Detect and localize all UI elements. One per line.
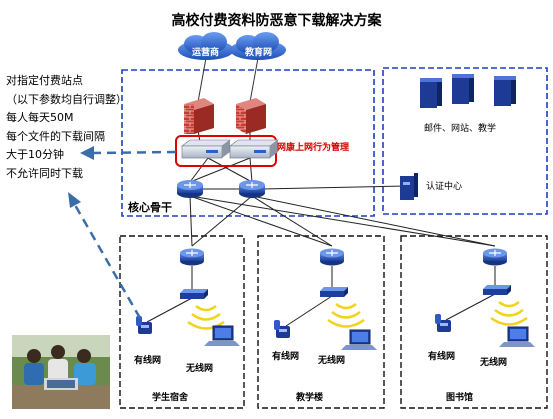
library-zone-label: 图书馆	[446, 393, 474, 403]
access-switch-icon	[180, 248, 204, 266]
policy-arrow	[80, 146, 177, 160]
photo-users	[12, 335, 110, 409]
policy-line: （以下参数均自行调整）	[6, 92, 127, 106]
wireless-ap-icon	[187, 304, 225, 330]
core-links	[146, 129, 496, 327]
teaching-zone-box	[257, 235, 385, 409]
core-switch-icon	[239, 180, 265, 198]
phone-icon	[435, 314, 451, 332]
teaching-wireless-label: 无线网	[318, 356, 346, 366]
core-switch-icon	[177, 180, 203, 198]
cloud-icon	[178, 32, 234, 60]
policy-line: 每人每天50M	[6, 111, 74, 124]
auth-device-icon	[400, 173, 418, 200]
auth-label: 认证中心	[426, 182, 463, 192]
access-switch-icon	[483, 285, 511, 295]
services-label: 邮件、网站、教学	[424, 124, 497, 134]
user-arrow	[68, 192, 142, 319]
server-icon	[494, 76, 516, 106]
core-label: 核心骨干	[128, 201, 172, 214]
policy-text: 对指定付费站点 （以下参数均自行调整） 每人每天50M 每个文件的下载间隔 大于…	[6, 72, 127, 183]
library-wireless-label: 无线网	[480, 358, 508, 368]
services-zone-box	[382, 67, 548, 215]
dorm-zone-box	[119, 235, 245, 409]
access-switch-icon	[483, 248, 507, 266]
cloud-icon	[230, 32, 286, 60]
appliance-icon	[229, 139, 279, 159]
policy-line: 大于10分钟	[6, 148, 64, 161]
appliance-icon	[181, 139, 231, 159]
library-zone-box	[400, 235, 548, 409]
firewall-icon	[184, 98, 214, 134]
policy-line: 对指定付费站点	[6, 74, 83, 87]
access-switch-icon	[180, 289, 208, 299]
teaching-wired-label: 有线网	[272, 352, 300, 362]
laptop-icon	[341, 329, 377, 350]
isp-cloud-label: 运营商	[192, 48, 220, 58]
laptop-icon	[204, 325, 240, 346]
access-switch-icon	[320, 287, 348, 297]
wireless-ap-icon	[490, 300, 528, 326]
edu-cloud-label: 教育网	[245, 48, 273, 58]
policy-line: 每个文件的下载间隔	[6, 129, 105, 143]
management-label: 网康上网行为管理	[277, 143, 350, 153]
dorm-wired-label: 有线网	[134, 356, 162, 366]
access-switch-icon	[320, 248, 344, 266]
firewall-icon	[236, 98, 266, 134]
dorm-wireless-label: 无线网	[186, 364, 214, 374]
phone-icon	[274, 320, 290, 338]
policy-line: 不允许同时下载	[6, 166, 83, 180]
library-wired-label: 有线网	[428, 352, 456, 362]
server-icon	[420, 78, 442, 108]
phone-icon	[136, 316, 152, 334]
diagram-title: 高校付费资料防恶意下载解决方案	[171, 13, 382, 29]
teaching-zone-label: 教学楼	[296, 393, 324, 403]
server-icon	[452, 74, 474, 104]
wireless-ap-icon	[327, 302, 365, 328]
laptop-icon	[499, 326, 535, 347]
dorm-zone-label: 学生宿舍	[152, 393, 189, 403]
